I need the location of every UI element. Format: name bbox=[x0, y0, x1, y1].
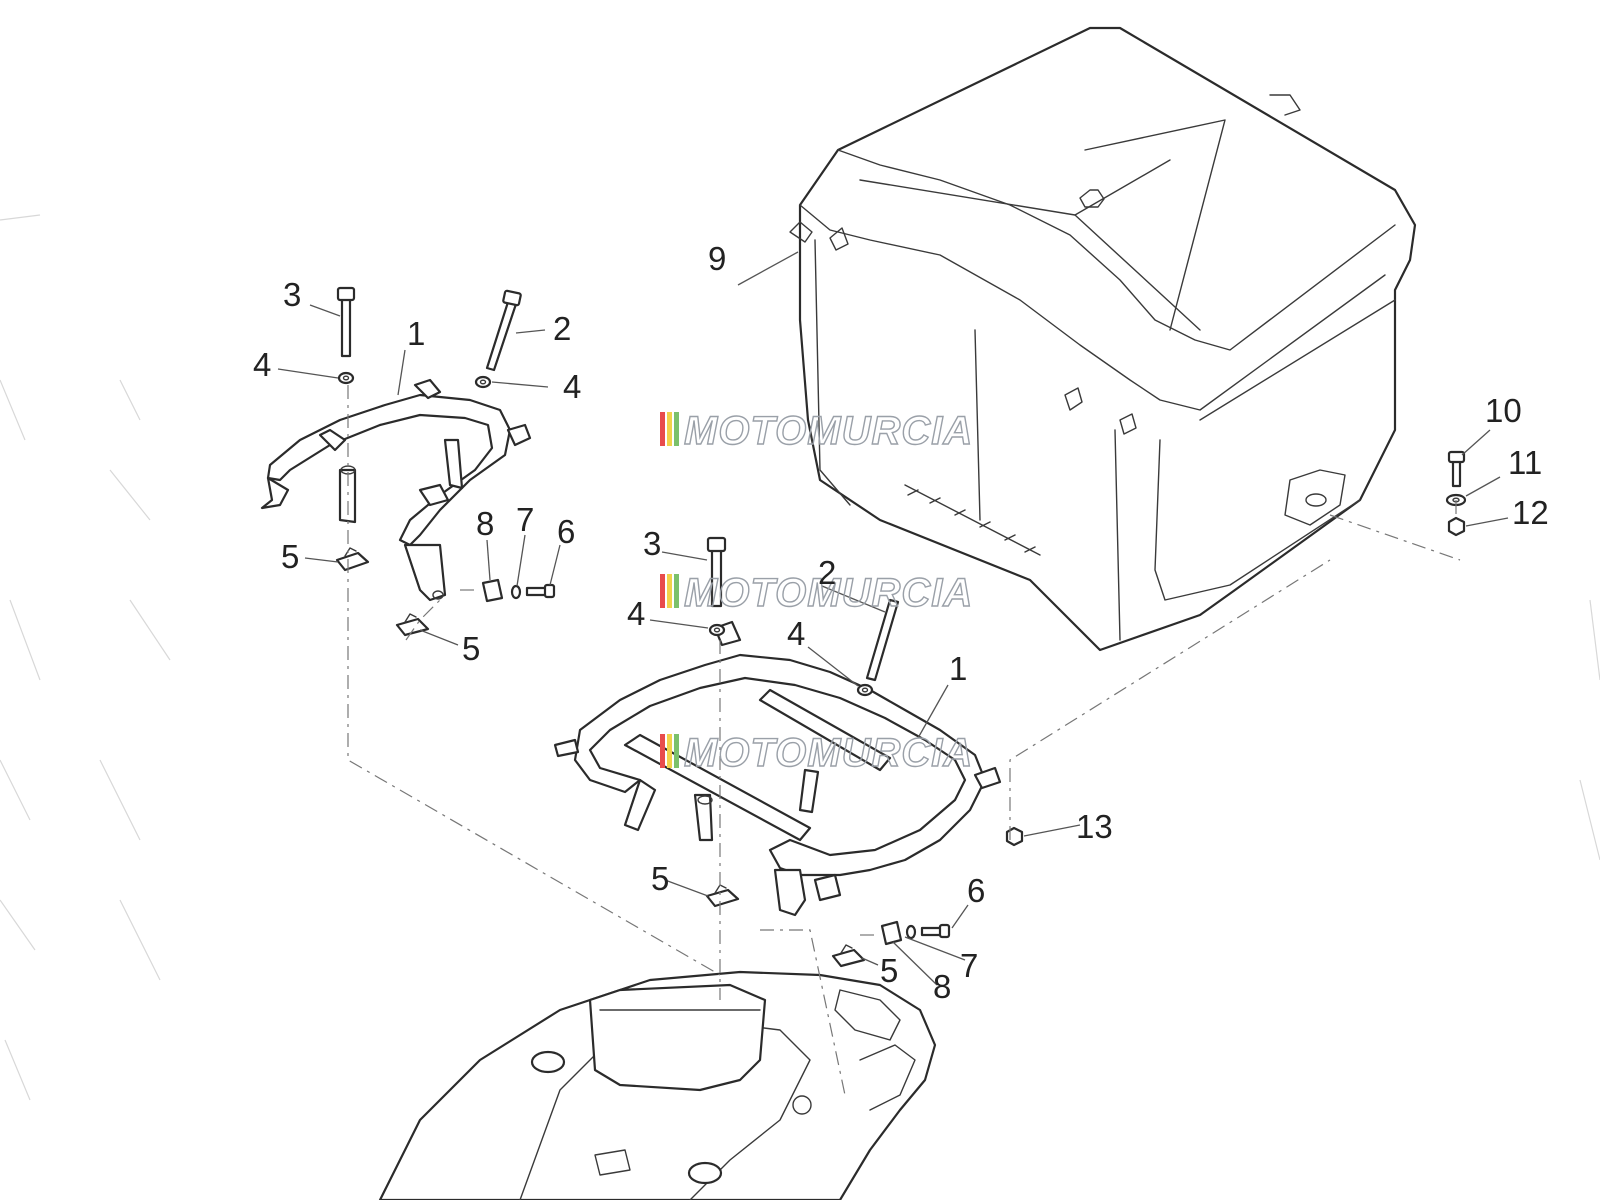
part-label-1: 1 bbox=[949, 650, 967, 687]
long-bolt-icon bbox=[865, 598, 900, 682]
part-label-5: 5 bbox=[462, 630, 480, 667]
washer-icon bbox=[510, 584, 522, 600]
watermark: MOTOMURCIA bbox=[660, 570, 973, 616]
part-label-4: 4 bbox=[253, 346, 271, 383]
top-case-icon bbox=[789, 26, 1417, 652]
part-label-11: 11 bbox=[1508, 444, 1542, 481]
washer-icon bbox=[708, 623, 726, 637]
part-label-7: 7 bbox=[516, 501, 534, 538]
leader-lines bbox=[277, 251, 1509, 986]
bolt-icon bbox=[706, 536, 727, 608]
part-labels: 1 1 2 2 3 3 4 4 4 4 5 5 5 5 6 6 7 7 8 8 … bbox=[253, 240, 1549, 1005]
part-label-8: 8 bbox=[933, 968, 951, 1005]
part-label-5: 5 bbox=[651, 860, 669, 897]
part-label-4: 4 bbox=[787, 615, 805, 652]
watermark: MOTOMURCIA bbox=[660, 408, 973, 454]
screw-icon bbox=[920, 923, 951, 939]
part-label-2: 2 bbox=[553, 310, 571, 347]
part-label-3: 3 bbox=[283, 276, 301, 313]
watermark-text: MOTOMURCIA bbox=[684, 409, 973, 453]
nut-icon bbox=[1447, 516, 1466, 537]
watermark-text: MOTOMURCIA bbox=[684, 731, 973, 775]
watermark: MOTOMURCIA bbox=[660, 730, 973, 776]
clip-nut-icon bbox=[335, 547, 370, 572]
screw-icon bbox=[1447, 450, 1466, 488]
part-label-13: 13 bbox=[1076, 808, 1113, 845]
part-label-5: 5 bbox=[880, 952, 898, 989]
washer-icon bbox=[337, 371, 355, 385]
washer-icon bbox=[905, 924, 917, 940]
clip-icon bbox=[880, 920, 903, 946]
part-label-4: 4 bbox=[563, 368, 581, 405]
part-label-8: 8 bbox=[476, 505, 494, 542]
long-bolt-icon bbox=[485, 289, 522, 372]
washer-icon bbox=[856, 683, 874, 697]
part-label-1: 1 bbox=[407, 315, 425, 352]
rack-frame-icon bbox=[260, 378, 532, 602]
part-label-5: 5 bbox=[281, 538, 299, 575]
clip-nut-icon bbox=[705, 884, 740, 908]
assembly-lines bbox=[347, 385, 1461, 1096]
part-label-7: 7 bbox=[960, 947, 978, 984]
nut-icon bbox=[1005, 826, 1024, 847]
tail-body-icon bbox=[378, 970, 937, 1200]
background-sketch bbox=[0, 214, 1600, 1101]
part-label-6: 6 bbox=[967, 872, 985, 909]
screw-icon bbox=[525, 583, 556, 599]
clip-icon bbox=[481, 578, 504, 603]
part-label-3: 3 bbox=[643, 525, 661, 562]
clip-nut-icon bbox=[395, 613, 430, 637]
part-label-6: 6 bbox=[557, 513, 575, 550]
part-label-2: 2 bbox=[818, 554, 836, 591]
part-label-10: 10 bbox=[1485, 392, 1522, 429]
part-label-4: 4 bbox=[627, 595, 645, 632]
watermark-text: MOTOMURCIA bbox=[684, 571, 973, 615]
part-label-9: 9 bbox=[708, 240, 726, 277]
clip-nut-icon bbox=[831, 944, 866, 968]
bolt-icon bbox=[336, 286, 356, 358]
part-label-12: 12 bbox=[1512, 494, 1549, 531]
washer-icon bbox=[474, 375, 492, 389]
